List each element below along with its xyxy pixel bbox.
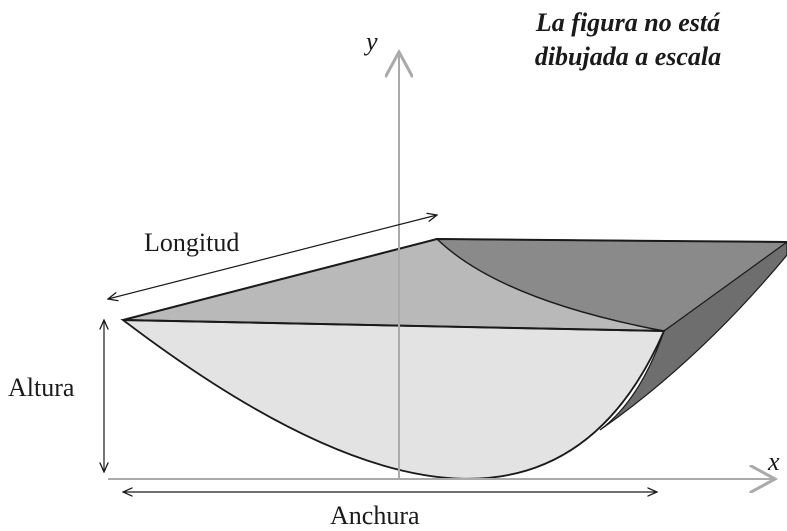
x-axis-label: x: [767, 447, 780, 476]
width-label: Anchura: [330, 501, 420, 530]
scale-note: La figura no está dibujada a escala: [483, 6, 773, 74]
height-label: Altura: [8, 373, 75, 402]
trough-right-edge: [599, 241, 787, 431]
scale-note-line-2: dibujada a escala: [534, 42, 722, 71]
length-dimension-arrow: [108, 215, 437, 299]
length-label: Longitud: [144, 228, 239, 257]
scale-note-line-1: La figura no está: [535, 8, 721, 37]
trough-front-face: [120, 319, 666, 480]
y-axis-label: y: [363, 27, 378, 56]
